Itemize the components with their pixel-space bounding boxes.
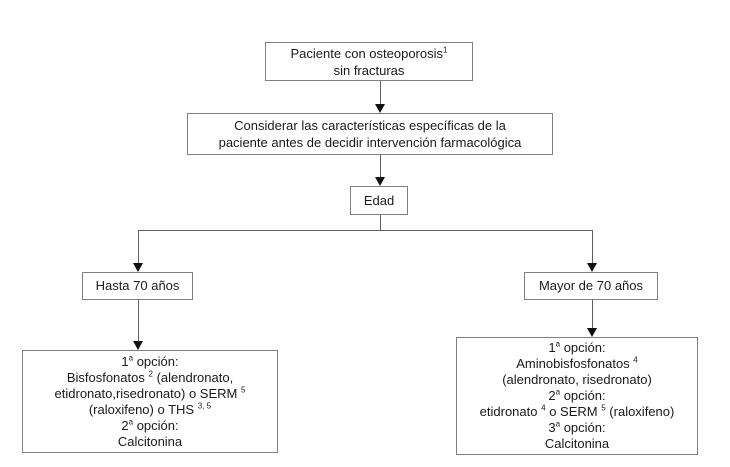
connector-branch-to-up-to-70 [138, 230, 139, 263]
node-text-line: 2a opción: [548, 387, 606, 403]
node-text-line: Considerar las características específic… [234, 118, 506, 133]
node-text-line: 1a opción: [548, 339, 606, 355]
node-text-line: etidronato 4 o SERM 5 (raloxifeno) [479, 403, 675, 419]
node-up-to-70: Hasta 70 años [82, 272, 193, 300]
branch-horizontal-line [138, 230, 593, 231]
node-text-line: Aminobisfosfonatos 4 [516, 355, 638, 371]
node-text-line: 2a opción: [121, 417, 179, 433]
connector-up-to-70-to-options [138, 300, 139, 341]
node-text-line: sin fracturas [333, 62, 405, 78]
node-consider-characteristics: Considerar las características específic… [187, 113, 553, 155]
node-text-line: 1a opción: [121, 353, 179, 369]
arrow-down-icon [133, 341, 143, 350]
node-text-line: (raloxifeno) o THS 3, 5 [88, 401, 212, 417]
node-text-line: Edad [363, 192, 395, 208]
node-text-line: paciente antes de decidir intervención f… [218, 135, 522, 150]
connector-over-70-to-options [592, 300, 593, 328]
node-text-line: (alendronato, risedronato) [502, 372, 652, 387]
node-age: Edad [350, 186, 408, 215]
arrow-down-icon [375, 104, 385, 113]
node-text-line: Bisfosfonatos 2 (alendronato, [66, 369, 234, 385]
arrow-down-icon [133, 263, 143, 272]
node-text-line: Calcitonina [544, 436, 610, 451]
node-up-to-70-treatment-options: 1a opción: Bisfosfonatos 2 (alendronato,… [22, 350, 278, 453]
arrow-down-icon [375, 177, 385, 186]
connector-branch-to-over-70 [592, 230, 593, 263]
node-text-line: etidronato,risedronato) o SERM 5 [54, 385, 246, 401]
connector-patient-to-consider [380, 81, 381, 104]
arrow-down-icon [587, 328, 597, 337]
arrow-down-icon [587, 263, 597, 272]
node-over-70: Mayor de 70 años [524, 272, 658, 300]
node-text-line: Paciente con osteoporosis1 [290, 45, 448, 61]
node-text-line: 3a opción: [548, 419, 606, 435]
node-over-70-treatment-options: 1a opción: Aminobisfosfonatos 4 (alendro… [456, 337, 698, 455]
connector-age-to-branch [380, 215, 381, 231]
connector-consider-to-age [380, 155, 381, 177]
node-text-line: Mayor de 70 años [538, 278, 644, 293]
node-text-line: Calcitonina [117, 433, 183, 449]
node-patient-osteoporosis: Paciente con osteoporosis1 sin fracturas [265, 42, 473, 81]
node-text-line: Hasta 70 años [95, 278, 180, 293]
